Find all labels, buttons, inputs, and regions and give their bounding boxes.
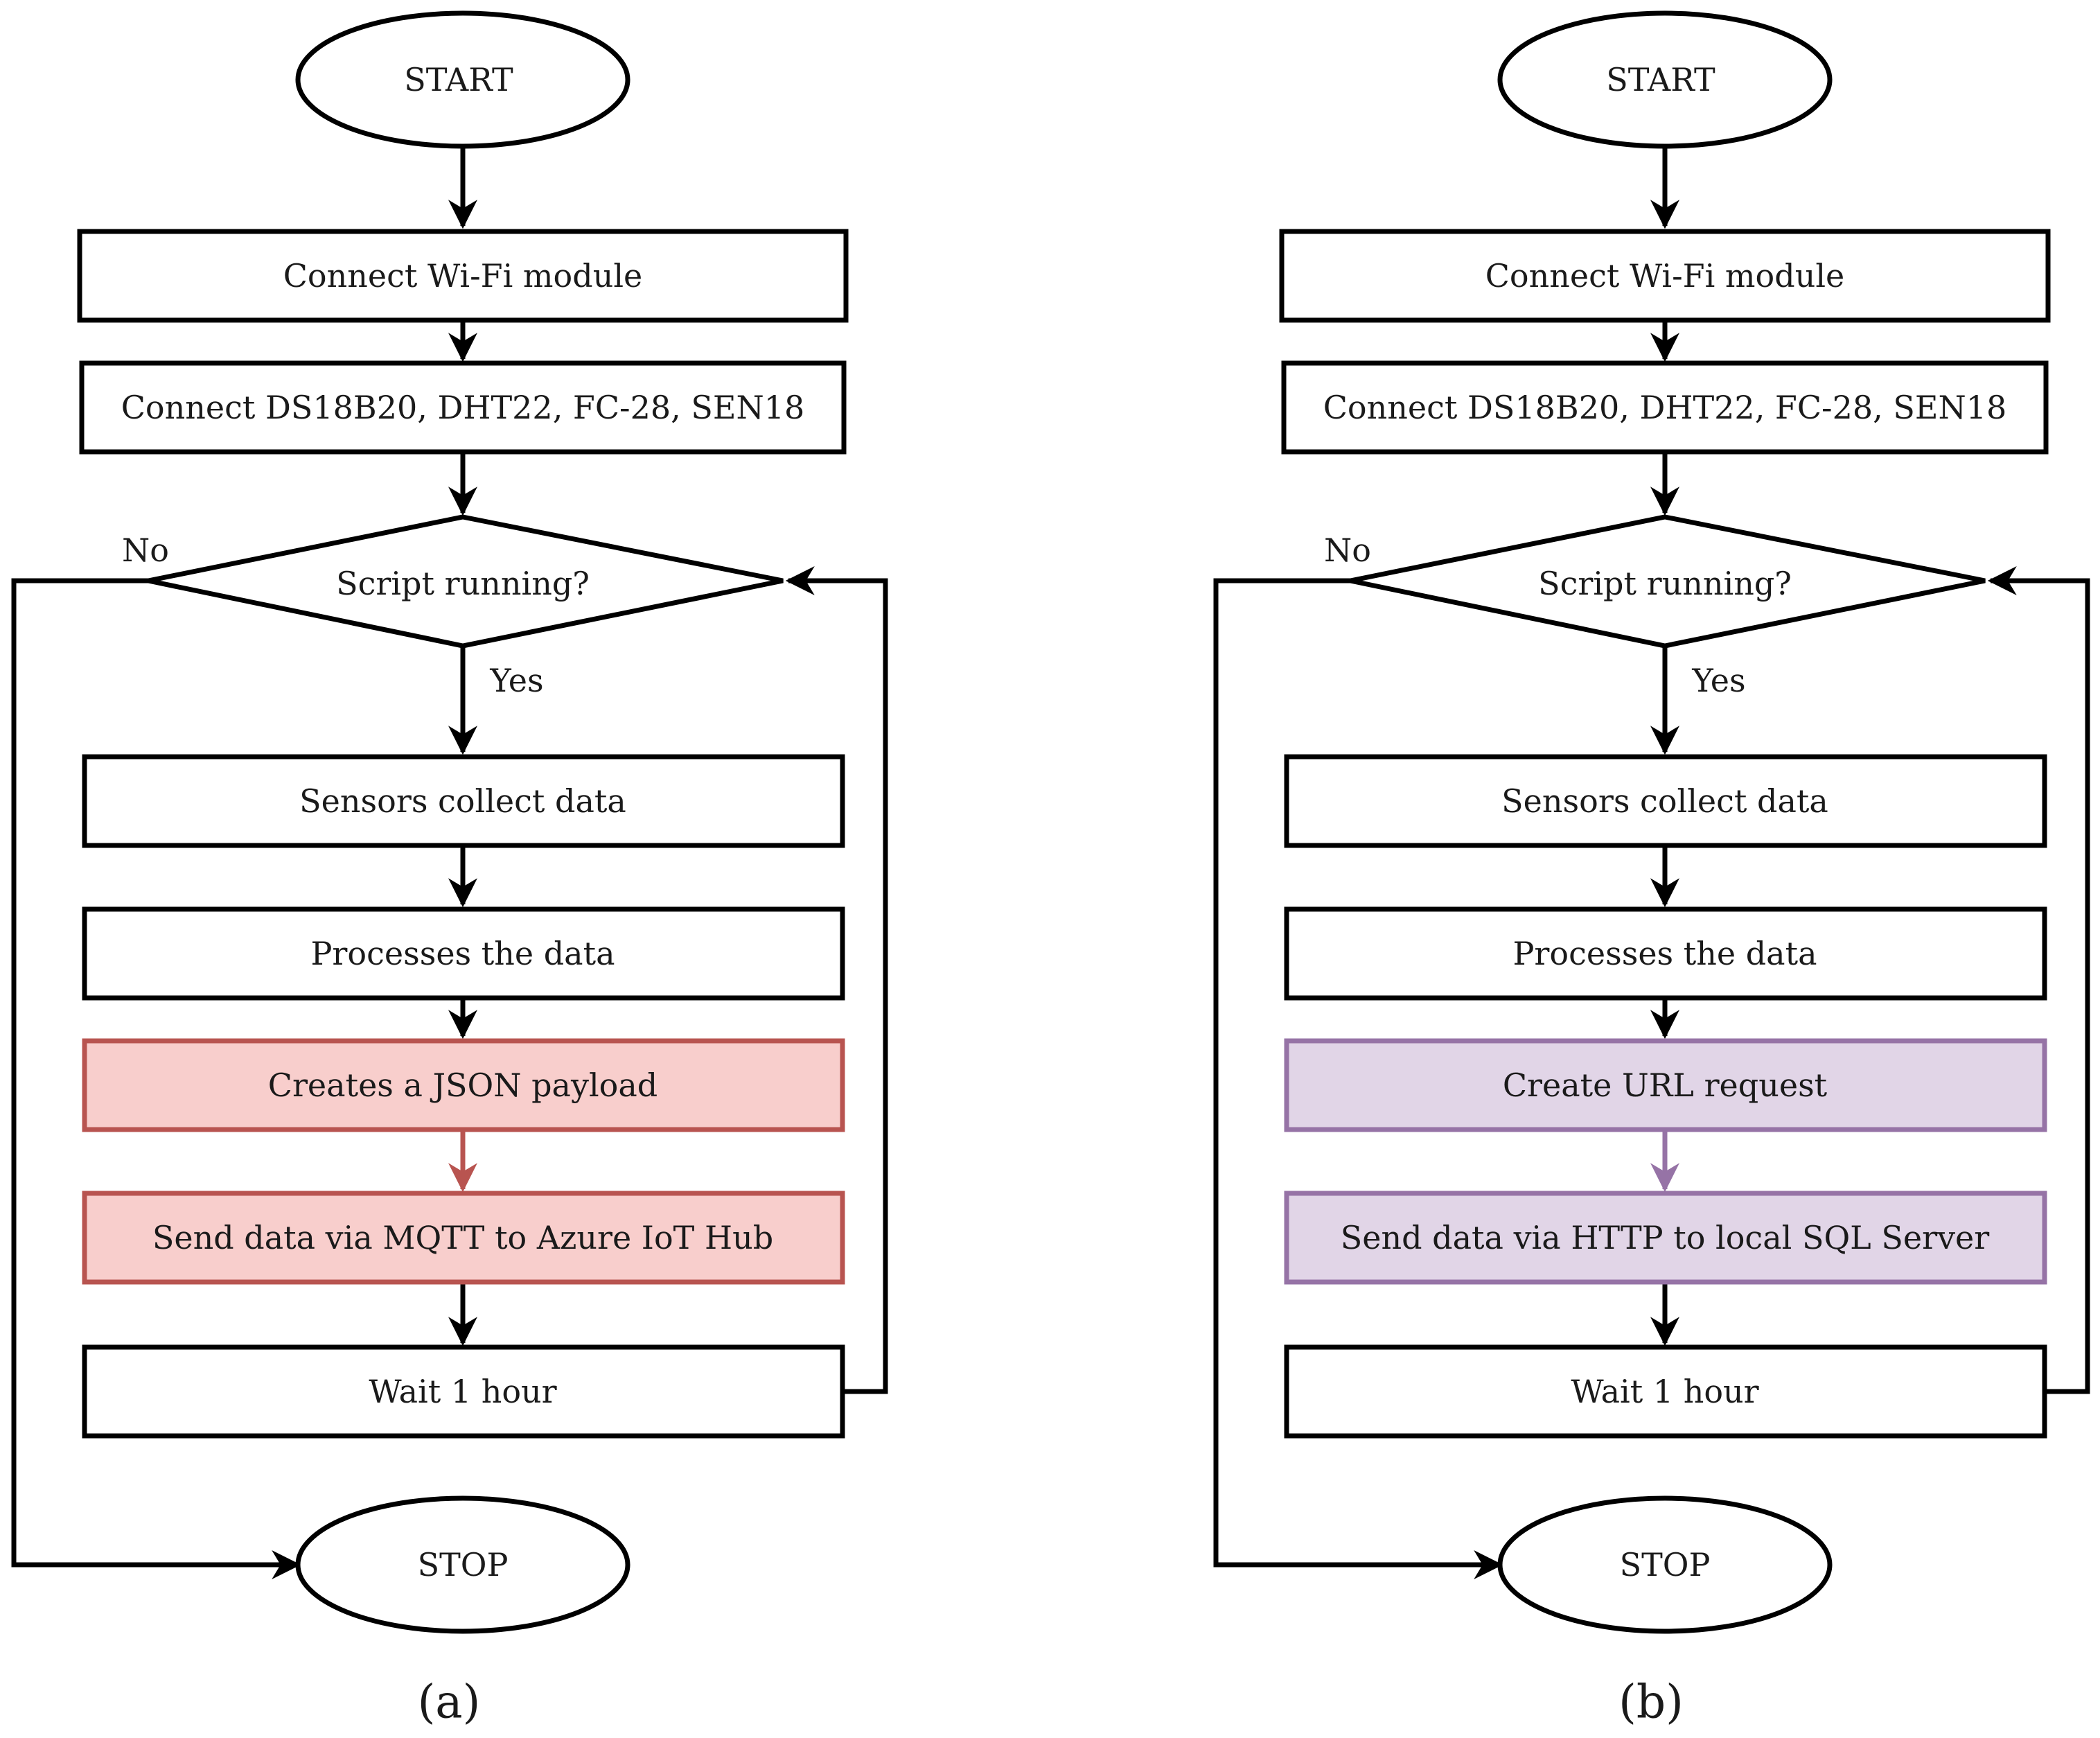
- wait-label: Wait 1 hour: [1571, 1373, 1758, 1410]
- connect-wifi-label: Connect Wi-Fi module: [283, 257, 643, 295]
- process-data-label: Processes the data: [310, 935, 615, 972]
- wait-box: [82, 1344, 845, 1439]
- decision-diamond: [1350, 514, 1986, 649]
- create-request-box: [1284, 1038, 2047, 1132]
- connect-sensors-label: Connect DS18B20, DHT22, FC-28, SEN18: [1323, 389, 2007, 426]
- yes-label: Yes: [1691, 662, 1745, 699]
- collect-data-label: Sensors collect data: [299, 782, 626, 820]
- decision-diamond: [148, 514, 784, 649]
- connect-sensors-box: [1281, 360, 2049, 455]
- caption-b: (b): [1618, 1676, 1684, 1729]
- create-request-label: Create URL request: [1503, 1066, 1828, 1104]
- connect-wifi-box: [77, 229, 849, 323]
- start-terminal: [295, 10, 630, 149]
- connect-wifi-label: Connect Wi-Fi module: [1485, 257, 1845, 295]
- no-label: No: [1324, 532, 1371, 569]
- collect-data-box: [82, 754, 845, 848]
- start-label: START: [1606, 61, 1715, 98]
- stop-label: STOP: [418, 1546, 509, 1583]
- connect-wifi-box: [1279, 229, 2051, 323]
- stop-terminal: [295, 1495, 630, 1634]
- edge-wait-loop-back: [785, 566, 888, 1394]
- stop-terminal: [1497, 1495, 1833, 1634]
- no-label: No: [122, 532, 169, 569]
- send-data-label: Send data via MQTT to Azure IoT Hub: [152, 1219, 773, 1256]
- send-data-label: Send data via HTTP to local SQL Server: [1341, 1219, 1990, 1256]
- process-data-label: Processes the data: [1512, 935, 1817, 972]
- send-data-box: [1284, 1191, 2047, 1285]
- edge-decision-no: [11, 578, 301, 1579]
- create-payload-box: [82, 1038, 845, 1132]
- connect-sensors-box: [79, 360, 847, 455]
- decision-label: Script running?: [336, 565, 590, 602]
- create-payload-label: Creates a JSON payload: [268, 1066, 658, 1104]
- collect-data-label: Sensors collect data: [1501, 782, 1828, 820]
- edge-decision-no: [1213, 578, 1503, 1579]
- edges-b: [1213, 147, 2090, 1579]
- wait-box: [1284, 1344, 2047, 1439]
- decision-label: Script running?: [1538, 565, 1792, 602]
- caption-a: (a): [418, 1676, 481, 1729]
- start-label: START: [404, 61, 513, 98]
- yes-label: Yes: [489, 662, 543, 699]
- process-data-box: [1284, 906, 2047, 1001]
- stop-label: STOP: [1620, 1546, 1711, 1583]
- edges-a: [11, 147, 888, 1579]
- start-terminal: [1497, 10, 1833, 149]
- flowchart-a: START Connect Wi-Fi module Connect DS18B…: [11, 10, 888, 1729]
- flowchart-b: START Connect Wi-Fi module Connect DS18B…: [1213, 10, 2090, 1729]
- collect-data-box: [1284, 754, 2047, 848]
- process-data-box: [82, 906, 845, 1001]
- connect-sensors-label: Connect DS18B20, DHT22, FC-28, SEN18: [121, 389, 805, 426]
- wait-label: Wait 1 hour: [369, 1373, 556, 1410]
- send-data-box: [82, 1191, 845, 1285]
- edge-wait-loop-back: [1987, 566, 2090, 1394]
